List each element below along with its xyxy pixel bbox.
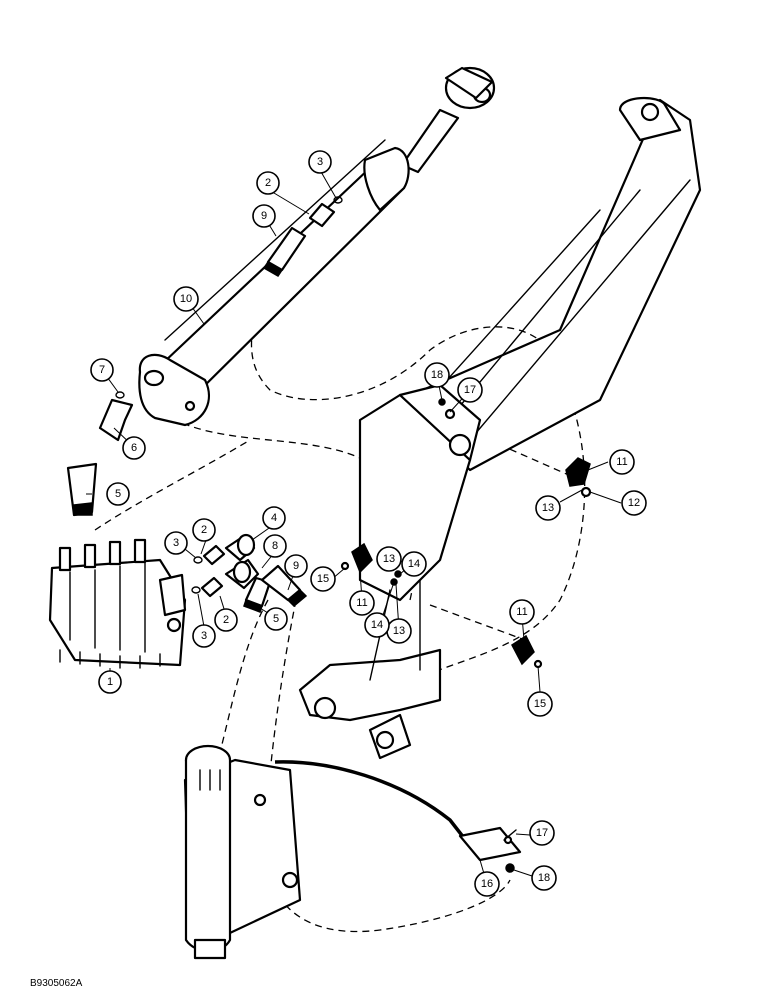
callout-10: 10 [173, 286, 199, 312]
svg-text:6: 6 [131, 442, 137, 454]
svg-text:11: 11 [356, 597, 367, 609]
callout-15-lower: 15 [527, 691, 553, 717]
hose-and-strap [274, 760, 522, 873]
callout-14-upper: 14 [401, 551, 427, 577]
svg-text:9: 9 [261, 210, 267, 222]
callout-1: 1 [98, 670, 122, 694]
swing-post [183, 744, 302, 960]
callout-14-lower: 14 [364, 612, 390, 638]
callout-4: 4 [262, 506, 286, 530]
svg-text:11: 11 [616, 456, 627, 468]
svg-text:13: 13 [383, 553, 395, 565]
cylinder-fittings [66, 196, 343, 517]
callout-5-valve: 5 [264, 607, 288, 631]
callout-3-valve-lower: 3 [192, 624, 216, 648]
callouts: 1 2 2 2 3 3 3 4 5 5 6 7 8 9 9 10 11 11 1… [90, 150, 647, 897]
callout-18-lower: 18 [531, 865, 557, 891]
svg-text:14: 14 [408, 558, 420, 570]
svg-text:14: 14 [371, 619, 383, 631]
svg-text:13: 13 [393, 625, 405, 637]
valve-fittings [191, 533, 308, 613]
callout-7: 7 [90, 358, 114, 382]
svg-text:12: 12 [628, 497, 640, 509]
callout-12: 12 [621, 490, 647, 516]
svg-text:2: 2 [201, 524, 207, 536]
svg-text:7: 7 [99, 364, 105, 376]
svg-text:8: 8 [272, 540, 278, 552]
svg-text:3: 3 [201, 630, 207, 642]
svg-text:13: 13 [542, 502, 554, 514]
callout-17-lower: 17 [529, 820, 555, 846]
callout-13-lower: 13 [386, 618, 412, 644]
callout-11-right: 11 [609, 449, 635, 475]
callout-3-valve-upper: 3 [164, 531, 188, 555]
svg-text:18: 18 [431, 369, 443, 381]
callout-8: 8 [263, 534, 287, 558]
svg-text:18: 18 [538, 872, 550, 884]
callout-13-upper: 13 [376, 546, 402, 572]
callout-2-valve-lower: 2 [214, 608, 238, 632]
callout-18-upper: 18 [424, 362, 450, 388]
svg-text:2: 2 [265, 177, 271, 189]
svg-text:3: 3 [317, 156, 323, 168]
figure-code: B9305062A [30, 978, 83, 989]
callout-6: 6 [122, 436, 146, 460]
svg-text:3: 3 [173, 537, 179, 549]
callout-9-cylinder: 9 [252, 204, 276, 228]
callout-leaders [86, 169, 622, 885]
svg-text:17: 17 [536, 827, 548, 839]
callout-9-valve: 9 [284, 554, 308, 578]
svg-text:5: 5 [115, 488, 121, 500]
callout-3-cylinder: 3 [308, 150, 332, 174]
svg-text:5: 5 [273, 613, 279, 625]
callout-16: 16 [474, 871, 500, 897]
callout-5-left: 5 [106, 482, 130, 506]
svg-text:15: 15 [534, 698, 546, 710]
svg-text:10: 10 [180, 293, 192, 305]
callout-2-valve-upper: 2 [192, 518, 216, 542]
svg-text:11: 11 [516, 606, 527, 618]
svg-text:17: 17 [464, 384, 476, 396]
svg-text:16: 16 [481, 878, 493, 890]
control-valve [48, 538, 187, 669]
callout-13-right: 13 [535, 495, 561, 521]
callout-17-upper: 17 [457, 377, 483, 403]
callout-11-lower: 11 [509, 599, 535, 625]
svg-text:1: 1 [107, 676, 113, 688]
callout-11-mid: 11 [349, 590, 375, 616]
hydraulic-cylinder [138, 66, 496, 427]
svg-text:2: 2 [223, 614, 229, 626]
svg-text:9: 9 [293, 560, 299, 572]
callout-15-mid: 15 [310, 566, 336, 592]
svg-text:4: 4 [271, 512, 277, 524]
svg-text:15: 15 [317, 573, 329, 585]
callout-2-cylinder: 2 [256, 171, 280, 195]
